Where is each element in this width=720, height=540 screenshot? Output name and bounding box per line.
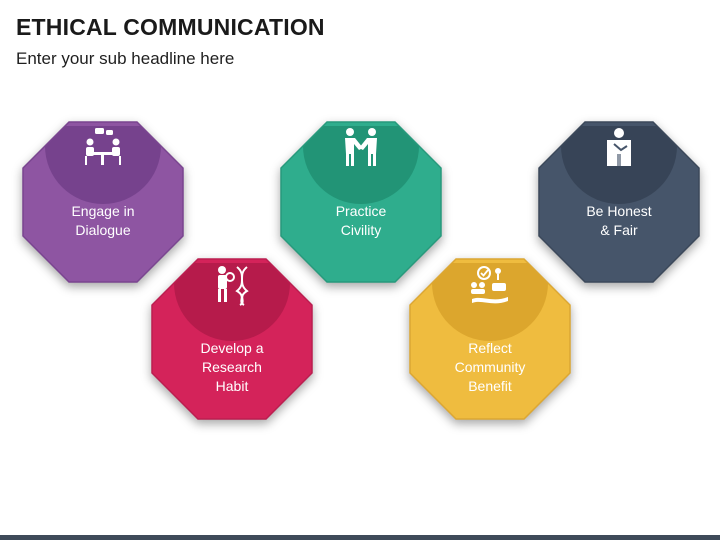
research-dna-icon [218,266,249,306]
tile-label: Practice Civility [335,203,387,238]
tile-label: Be Honest & Fair [586,203,652,238]
tile-label: Reflect Community Benefit [454,340,526,394]
tile-label: Engage in Dialogue [71,203,135,238]
tile-research-habit: Develop a Research Habit [150,257,314,421]
tile-label: Develop a Research Habit [200,340,264,394]
tile-honest-fair: Be Honest & Fair [537,120,701,284]
oath-person-icon [607,128,631,166]
handshake-icon [345,128,377,166]
page-title: ETHICAL COMMUNICATION [16,14,325,40]
tile-practice-civility: Practice Civility [279,120,443,284]
dialogue-table-icon [85,128,121,165]
page-subtitle: Enter your sub headline here [16,49,235,68]
tile-community-benefit: Reflect Community Benefit [408,257,572,421]
tile-engage-dialogue: Engage in Dialogue [21,120,185,284]
footer-bar [0,535,720,540]
community-benefit-icon [471,266,508,304]
